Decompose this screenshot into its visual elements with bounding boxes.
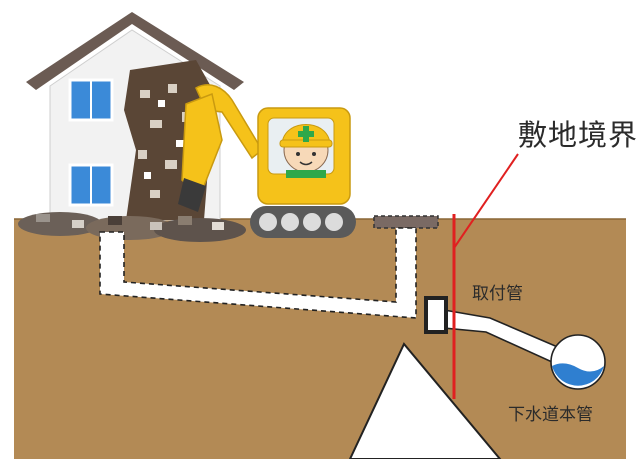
private-drain-pipe [99, 227, 417, 319]
inspection-cap [373, 215, 439, 229]
sewer-main-pipe-icon [550, 334, 606, 390]
property-boundary-label: 敷地境界 [518, 118, 639, 152]
lateral-pipe-label: 取付管 [472, 284, 523, 304]
callout-pointer [348, 342, 502, 459]
main-sewer-label: 下水道本管 [508, 405, 593, 425]
boundary-leader-line [453, 153, 519, 249]
house-demolition-illustration [26, 12, 244, 221]
worker-helmet-icon [279, 124, 333, 178]
pipe-cap-fitting [424, 296, 448, 334]
